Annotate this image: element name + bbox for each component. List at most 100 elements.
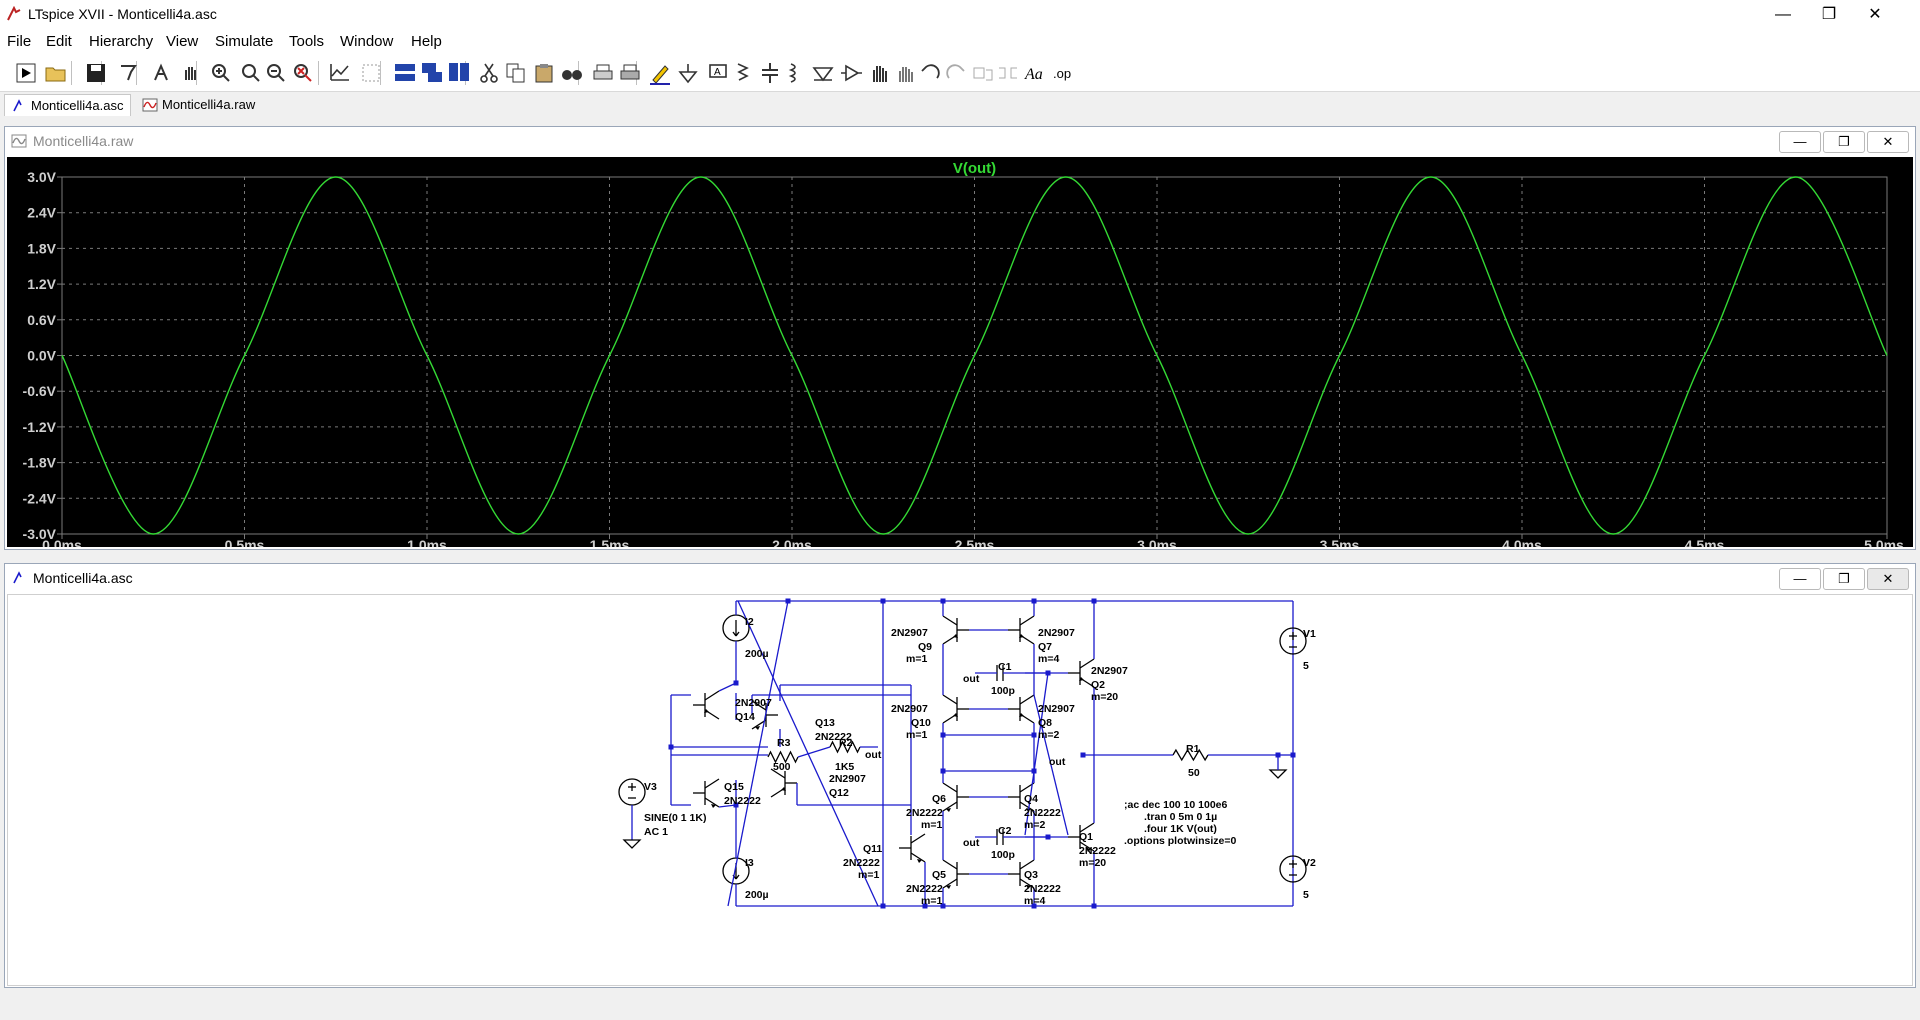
- drag-button[interactable]: [893, 60, 919, 86]
- print-button[interactable]: [590, 60, 616, 86]
- menu-file[interactable]: File: [7, 33, 32, 50]
- tab-monticelli4a-asc[interactable]: Monticelli4a.asc: [4, 94, 131, 116]
- undo-button[interactable]: [917, 60, 943, 86]
- schematic-label[interactable]: V2: [1303, 857, 1316, 869]
- schematic-label[interactable]: Q5: [932, 869, 946, 881]
- ground-button[interactable]: [675, 60, 701, 86]
- schematic-label[interactable]: m=1: [858, 869, 879, 881]
- zoom-in-button[interactable]: [208, 60, 234, 86]
- schematic-label[interactable]: 5: [1303, 660, 1309, 672]
- schematic-label[interactable]: Q4: [1024, 793, 1038, 805]
- schematic-label[interactable]: m=20: [1091, 691, 1118, 703]
- schematic-maximize-button[interactable]: ❐: [1823, 568, 1865, 590]
- schematic-label[interactable]: .four 1K V(out): [1144, 823, 1217, 835]
- schematic-label[interactable]: m=4: [1038, 653, 1059, 665]
- mirror-button[interactable]: [995, 60, 1021, 86]
- schematic-label[interactable]: m=1: [921, 895, 942, 907]
- schematic-label[interactable]: 2N2907: [1091, 665, 1128, 677]
- schematic-label[interactable]: 2N2222: [815, 731, 852, 743]
- waveform-close-button[interactable]: ✕: [1867, 131, 1909, 153]
- schematic-label[interactable]: I3: [745, 857, 754, 869]
- zoom-out-button[interactable]: [263, 60, 289, 86]
- label-net-button[interactable]: A: [705, 60, 731, 86]
- open-button[interactable]: [43, 60, 69, 86]
- schematic-label[interactable]: 2N2907: [829, 773, 866, 785]
- schematic-label[interactable]: I2: [745, 616, 754, 628]
- schematic-minimize-button[interactable]: —: [1779, 568, 1821, 590]
- cut-button[interactable]: [476, 60, 502, 86]
- menu-window[interactable]: Window: [340, 33, 394, 50]
- capacitor-button[interactable]: [757, 60, 783, 86]
- schematic-label[interactable]: 2N2907: [1038, 627, 1075, 639]
- schematic-label[interactable]: 1K5: [835, 761, 854, 773]
- schematic-label[interactable]: Q7: [1038, 641, 1052, 653]
- schematic-label[interactable]: ;ac dec 100 10 100e6: [1124, 799, 1227, 811]
- copy-button[interactable]: [503, 60, 529, 86]
- schematic-label[interactable]: .tran 0 5m 0 1µ: [1144, 811, 1217, 823]
- menu-help[interactable]: Help: [411, 33, 442, 50]
- tab-monticelli4a-raw[interactable]: Monticelli4a.raw: [136, 94, 261, 116]
- schematic-label[interactable]: 100p: [991, 685, 1015, 697]
- schematic-label[interactable]: m=4: [1024, 895, 1045, 907]
- schematic-label[interactable]: AC 1: [644, 826, 668, 838]
- schematic-label[interactable]: Q9: [918, 641, 932, 653]
- schematic-label[interactable]: V3: [644, 781, 657, 793]
- schematic-label[interactable]: Q6: [932, 793, 946, 805]
- text-button[interactable]: Aa: [1023, 60, 1049, 86]
- mark-unused-button[interactable]: [358, 60, 384, 86]
- schematic-label[interactable]: m=20: [1079, 857, 1106, 869]
- pencil-button[interactable]: [647, 60, 673, 86]
- schematic-label[interactable]: R3: [777, 737, 791, 749]
- schematic-label[interactable]: m=1: [921, 819, 942, 831]
- zoom-full-button[interactable]: [238, 60, 264, 86]
- schematic-label[interactable]: 2N2907: [891, 627, 928, 639]
- schematic-label[interactable]: 2N2222: [906, 807, 943, 819]
- menu-hierarchy[interactable]: Hierarchy: [89, 33, 154, 50]
- find-button[interactable]: [559, 60, 585, 86]
- print-setup-button[interactable]: [617, 60, 643, 86]
- schematic-label[interactable]: 200µ: [745, 889, 769, 901]
- control-panel-button[interactable]: [115, 60, 141, 86]
- schematic-label[interactable]: R2: [839, 737, 853, 749]
- schematic-label[interactable]: 2N2222: [843, 857, 880, 869]
- schematic-label[interactable]: 5: [1303, 889, 1309, 901]
- menu-simulate[interactable]: Simulate: [215, 33, 274, 50]
- schematic-label[interactable]: 2N2907: [1038, 703, 1075, 715]
- schematic-label[interactable]: 2N2907: [735, 697, 772, 709]
- schematic-label[interactable]: C1: [998, 661, 1012, 673]
- schematic-label[interactable]: Q2: [1091, 679, 1105, 691]
- schematic-label[interactable]: 2N2222: [1079, 845, 1116, 857]
- schematic-label[interactable]: Q11: [863, 843, 882, 855]
- paste-button[interactable]: [531, 60, 557, 86]
- schematic-label[interactable]: R1: [1186, 743, 1200, 755]
- schematic-label[interactable]: m=2: [1038, 729, 1059, 741]
- schematic-label[interactable]: Q10: [911, 717, 931, 729]
- component-button[interactable]: [838, 60, 864, 86]
- schematic-label[interactable]: 2N2222: [1024, 883, 1061, 895]
- rotate-button[interactable]: [970, 60, 996, 86]
- schematic-label[interactable]: SINE(0 1 1K): [644, 812, 706, 824]
- schematic-label[interactable]: Q14: [735, 711, 755, 723]
- menu-edit[interactable]: Edit: [46, 33, 72, 50]
- tile-vertical-button[interactable]: [446, 60, 472, 86]
- schematic-label[interactable]: Q12: [829, 787, 849, 799]
- trace-title[interactable]: V(out): [953, 160, 996, 177]
- schematic-label[interactable]: 2N2222: [1024, 807, 1061, 819]
- resistor-button[interactable]: [733, 60, 759, 86]
- maximize-button[interactable]: ❐: [1821, 6, 1837, 23]
- waveform-maximize-button[interactable]: ❐: [1823, 131, 1865, 153]
- schematic-label[interactable]: C2: [998, 825, 1012, 837]
- schematic-label[interactable]: 50: [1188, 767, 1200, 779]
- inductor-button[interactable]: [782, 60, 808, 86]
- schematic-label[interactable]: Q13: [815, 717, 835, 729]
- schematic-label[interactable]: m=2: [1024, 819, 1045, 831]
- menu-tools[interactable]: Tools: [289, 33, 325, 50]
- zoom-cancel-button[interactable]: [290, 60, 316, 86]
- schematic-label[interactable]: out: [963, 673, 980, 685]
- schematic-label[interactable]: out: [963, 837, 980, 849]
- close-button[interactable]: ✕: [1868, 6, 1882, 23]
